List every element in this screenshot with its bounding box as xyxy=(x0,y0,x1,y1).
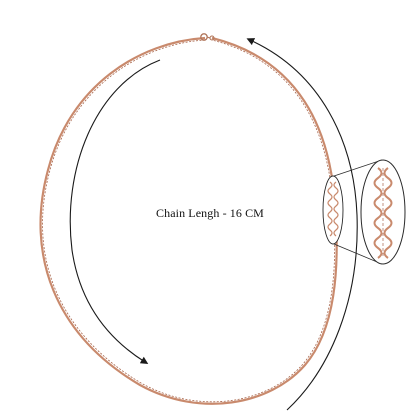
magnifier-connector-bottom xyxy=(333,243,383,265)
chain-detail-magnified xyxy=(360,159,406,265)
chain-detail-source xyxy=(322,175,344,245)
length-arrow-right xyxy=(246,38,358,411)
necklace-chain xyxy=(39,36,338,405)
clasp-icon xyxy=(200,33,215,41)
chain-length-caption: Chain Lengh - 16 CM xyxy=(156,206,264,220)
magnifier-connector-top xyxy=(333,159,383,177)
length-arrow-left xyxy=(69,59,161,365)
